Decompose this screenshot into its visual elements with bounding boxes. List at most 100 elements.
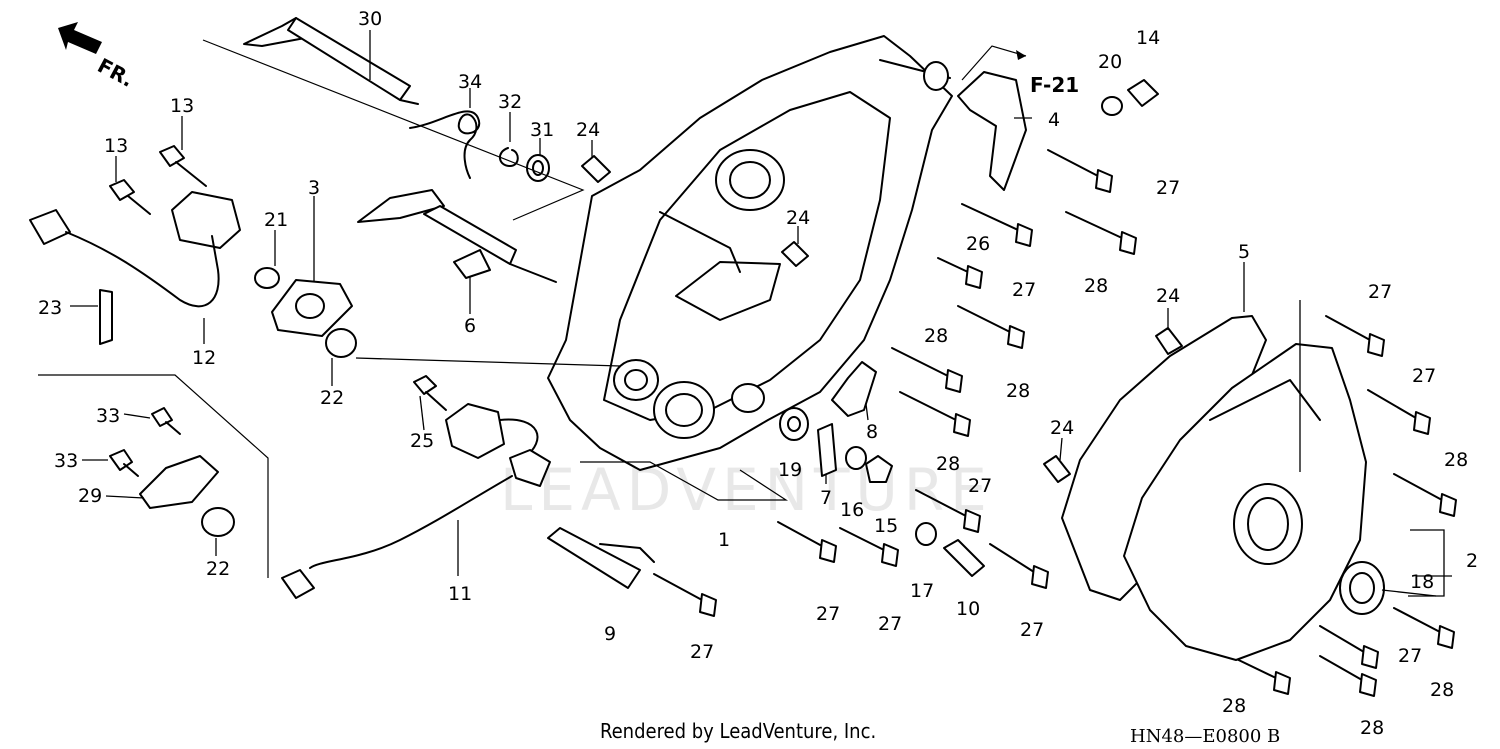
front-direction-label: FR. <box>94 53 138 92</box>
reference-label: F-21 <box>1030 73 1079 97</box>
callout-2: 2 <box>1466 550 1478 572</box>
part-31-washer <box>526 154 550 182</box>
leader-lines <box>70 30 1452 597</box>
callout-28g: 28 <box>1222 695 1246 717</box>
callout-33b: 33 <box>54 450 78 472</box>
watermark: LEADVENTURE <box>500 456 993 524</box>
part-15-nut <box>865 455 893 483</box>
part-1-rear-crankcase <box>547 35 953 501</box>
part-10-speed-sensor <box>943 539 985 577</box>
part-23-wire-band <box>99 289 113 345</box>
callout-28e: 28 <box>1444 449 1468 471</box>
front-direction-arrow-icon <box>58 22 102 54</box>
callout-13a: 13 <box>170 95 194 117</box>
part-22-o-ring-lower <box>201 507 235 537</box>
part-22-o-ring-upper <box>325 328 357 358</box>
bolt-set <box>653 149 1457 697</box>
callout-4: 4 <box>1048 109 1060 131</box>
callout-32: 32 <box>498 91 522 113</box>
callout-15: 15 <box>874 515 898 537</box>
callout-22a: 22 <box>320 387 344 409</box>
callout-9: 9 <box>604 623 616 645</box>
part-20-washer <box>1101 96 1123 116</box>
callout-10: 10 <box>956 598 980 620</box>
callout-27i: 27 <box>690 641 714 663</box>
callout-28a: 28 <box>1084 275 1108 297</box>
callout-27c: 27 <box>1368 281 1392 303</box>
part-21-o-ring <box>254 267 280 289</box>
part-14-drain-plug <box>1127 79 1159 107</box>
callout-28h: 28 <box>1360 717 1384 739</box>
callout-31: 31 <box>530 119 554 141</box>
callout-11: 11 <box>448 583 472 605</box>
part-34-return-spring <box>409 110 481 179</box>
callout-28c: 28 <box>1006 380 1030 402</box>
part-33-bolt-upper <box>151 407 181 435</box>
part-6-gearshift-arm <box>357 189 557 283</box>
callout-28b: 28 <box>924 325 948 347</box>
callout-27j: 27 <box>1398 645 1422 667</box>
callout-27g: 27 <box>878 613 902 635</box>
callout-29: 29 <box>78 485 102 507</box>
callout-24c: 24 <box>1156 285 1180 307</box>
callout-27f: 27 <box>816 603 840 625</box>
callout-26: 26 <box>966 233 990 255</box>
footer-credit: Rendered by LeadVenture, Inc. <box>600 719 876 743</box>
callout-24a: 24 <box>576 119 600 141</box>
part-29-cover-plate <box>139 455 219 509</box>
callout-24d: 24 <box>1050 417 1074 439</box>
part-33-bolt-lower <box>109 449 139 477</box>
part-12-gear-position-switch <box>29 191 241 308</box>
part-24-dowel-pin-a <box>581 155 611 183</box>
callout-25: 25 <box>410 430 434 452</box>
callout-16: 16 <box>840 499 864 521</box>
callout-12: 12 <box>192 347 216 369</box>
callout-18: 18 <box>1410 571 1434 593</box>
part-8-bracket <box>831 361 877 417</box>
part-13-bolt-upper <box>159 145 207 187</box>
group-boundary-lines <box>38 39 585 578</box>
callout-17: 17 <box>910 580 934 602</box>
callout-6: 6 <box>464 315 476 337</box>
callout-33a: 33 <box>96 405 120 427</box>
callout-19: 19 <box>778 459 802 481</box>
part-24-dowel-pin-c <box>1155 327 1183 355</box>
callout-8: 8 <box>866 421 878 443</box>
part-24-dowel-pin-d <box>1043 455 1071 483</box>
callout-27d: 27 <box>1412 365 1436 387</box>
callout-13b: 13 <box>104 135 128 157</box>
callout-27b: 27 <box>1012 279 1036 301</box>
callout-27e: 27 <box>968 475 992 497</box>
part-25-bolt <box>413 375 447 411</box>
callout-1: 1 <box>718 529 730 551</box>
callout-5: 5 <box>1238 241 1250 263</box>
callout-14: 14 <box>1136 27 1160 49</box>
part-30-shift-spindle <box>243 17 419 105</box>
callout-27a: 27 <box>1156 177 1180 199</box>
part-19-seal <box>779 407 809 441</box>
part-11-reverse-switch <box>281 403 551 599</box>
callout-3: 3 <box>308 177 320 199</box>
callout-7: 7 <box>820 487 832 509</box>
callout-labels: 30 34 32 31 13 13 3 21 6 23 12 22 33 33 … <box>38 8 1478 739</box>
callout-34: 34 <box>458 71 482 93</box>
part-3-seal-holder <box>271 279 353 337</box>
callout-23: 23 <box>38 297 62 319</box>
part-2-rear-cover <box>1123 343 1367 661</box>
part-18-oil-seal <box>1339 561 1385 615</box>
callout-24b: 24 <box>786 207 810 229</box>
part-9-sleeve <box>547 527 655 589</box>
callout-28f: 28 <box>1430 679 1454 701</box>
callout-22b: 22 <box>206 558 230 580</box>
callout-30: 30 <box>358 8 382 30</box>
part-24-dowel-pin-b <box>781 241 809 267</box>
callout-21: 21 <box>264 209 288 231</box>
part-4-stay-bracket <box>957 71 1027 191</box>
part-16-washer <box>845 446 867 470</box>
reference-arrow-icon <box>961 45 1027 81</box>
callout-27h: 27 <box>1020 619 1044 641</box>
diagram-code: HN48—E0800 B <box>1130 726 1280 747</box>
part-13-bolt-lower <box>109 179 151 215</box>
part-32-clip <box>499 147 519 167</box>
